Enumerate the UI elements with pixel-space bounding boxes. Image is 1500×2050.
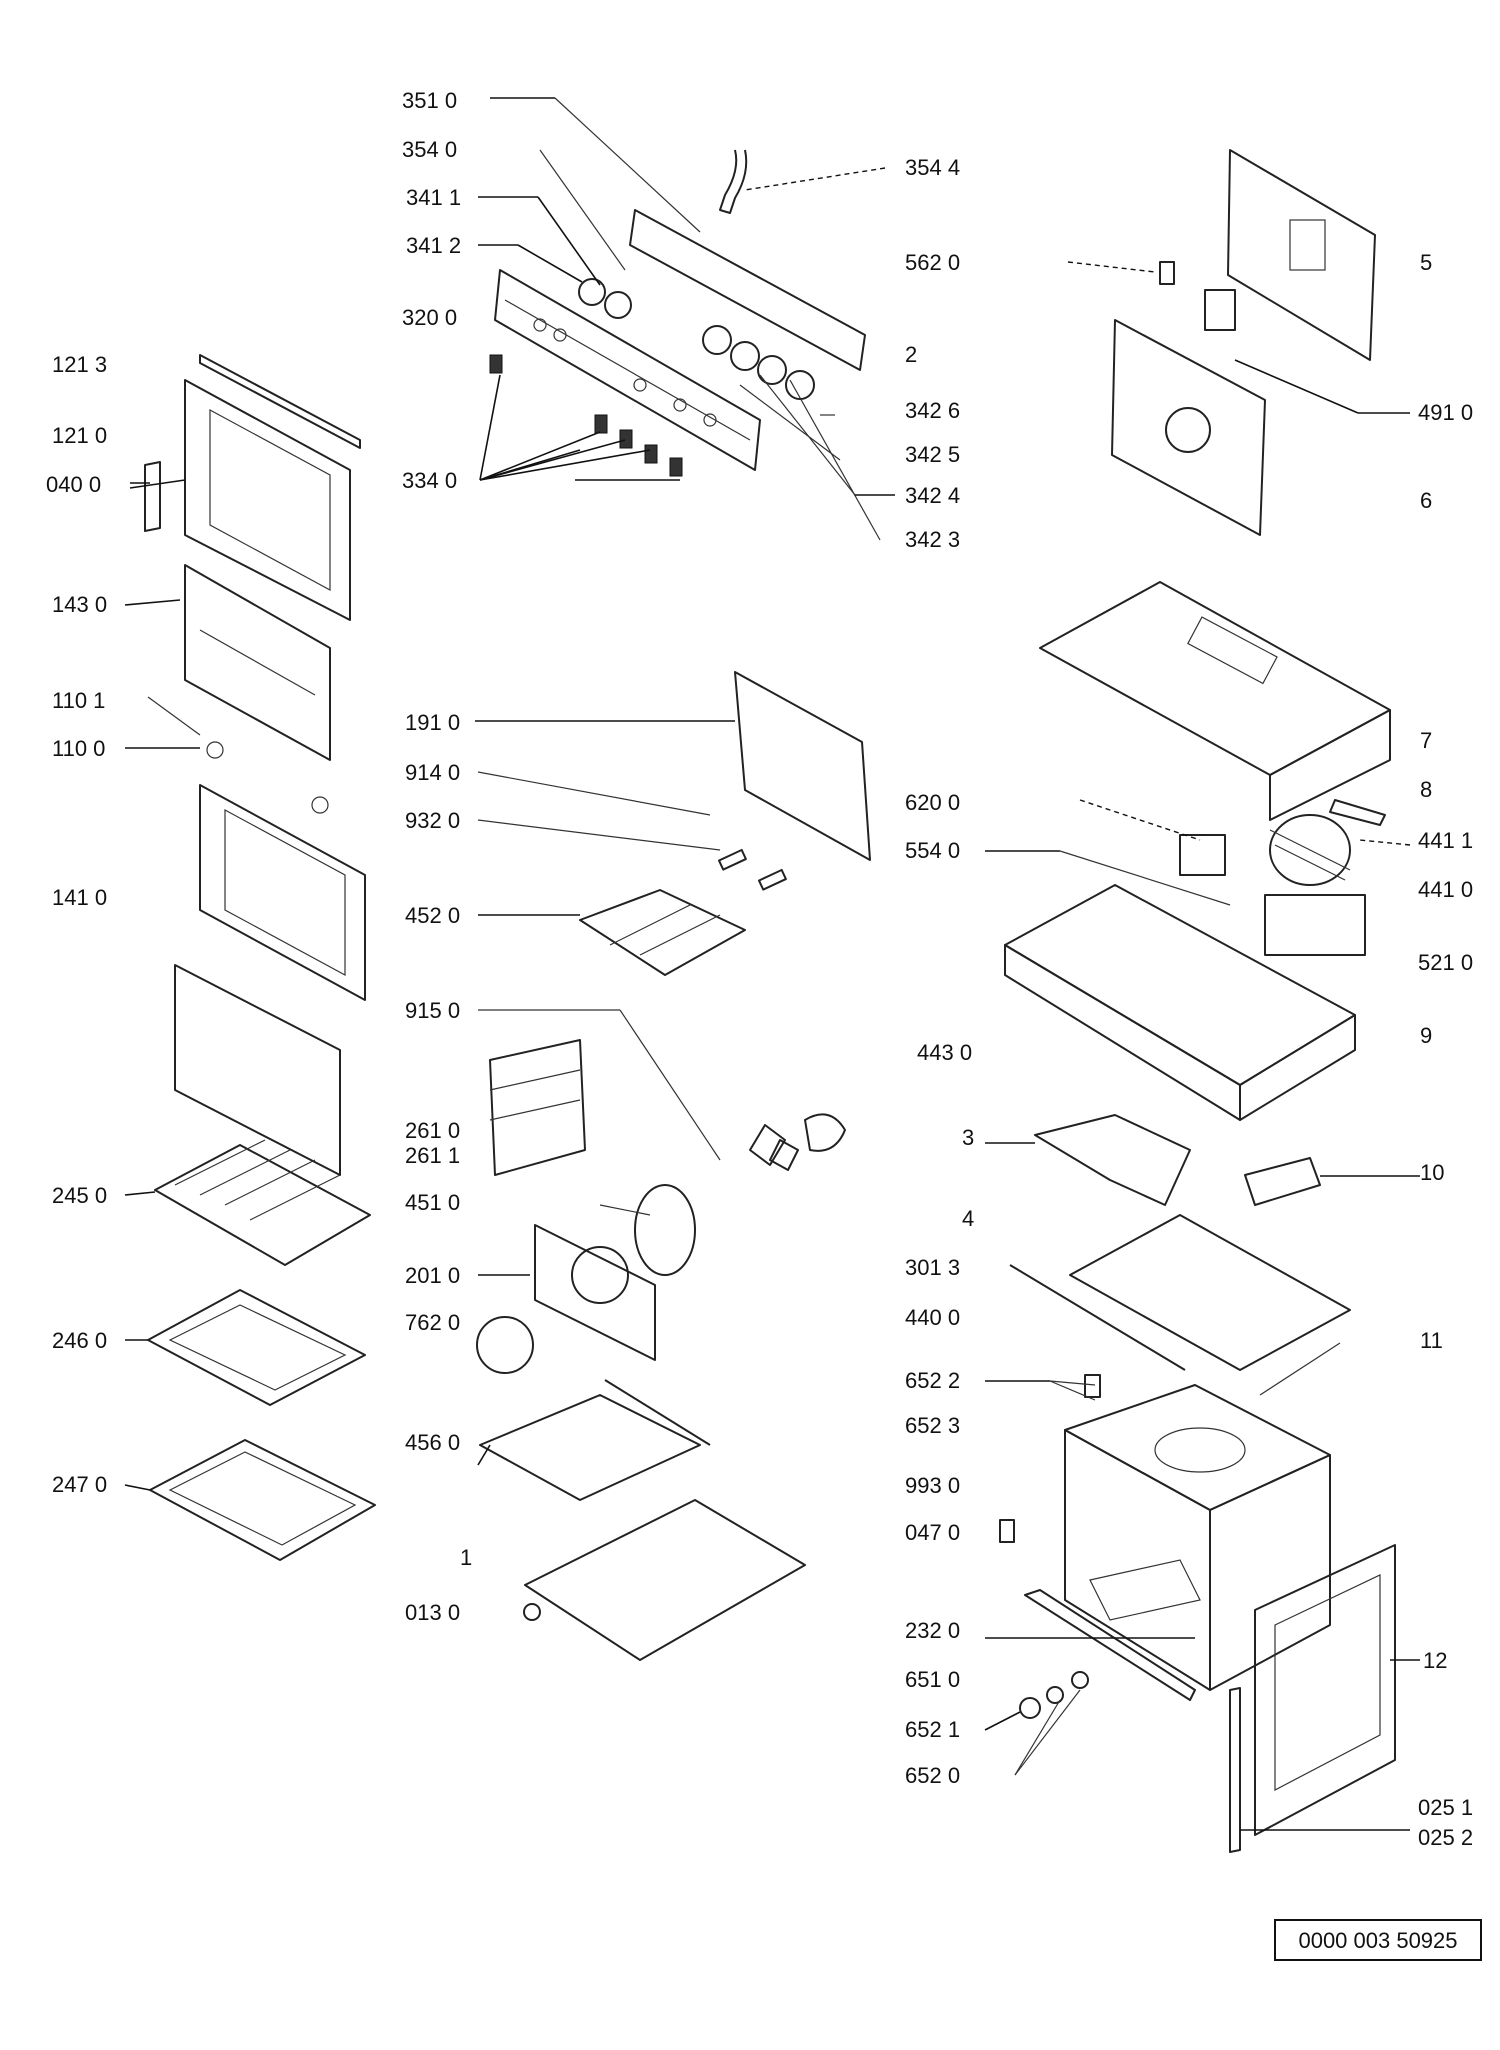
part-label: 1	[460, 1545, 472, 1570]
fan-motor-drawing	[1179, 799, 1386, 956]
part-label: 143 0	[52, 592, 107, 617]
part-label: 451 0	[405, 1190, 460, 1215]
center-parts-drawing	[476, 671, 871, 1661]
part-label: 232 0	[905, 1618, 960, 1643]
part-label: 301 3	[905, 1255, 960, 1280]
part-label: 191 0	[405, 710, 460, 735]
part-label: 762 0	[405, 1310, 460, 1335]
part-label: 651 0	[905, 1667, 960, 1692]
part-label: 047 0	[905, 1520, 960, 1545]
leader-lines	[124, 97, 1420, 1831]
part-label: 351 0	[402, 88, 457, 113]
part-label: 245 0	[52, 1183, 107, 1208]
part-label: 261 1	[405, 1143, 460, 1168]
part-label: 121 0	[52, 423, 107, 448]
part-label: 441 1	[1418, 828, 1473, 853]
part-label: 246 0	[52, 1328, 107, 1353]
part-label: 201 0	[405, 1263, 460, 1288]
part-label: 342 3	[905, 527, 960, 552]
part-label: 341 1	[406, 185, 461, 210]
part-label: 342 5	[905, 442, 960, 467]
part-label: 914 0	[405, 760, 460, 785]
part-label: 342 4	[905, 483, 960, 508]
part-label: 440 0	[905, 1305, 960, 1330]
part-label: 652 0	[905, 1763, 960, 1788]
hinge-strip-drawing	[999, 1374, 1196, 1719]
part-label: 12	[1423, 1648, 1447, 1673]
document-number: 0000 003 50925	[1298, 1928, 1457, 1953]
oven-cavity-drawing	[1064, 1384, 1331, 1691]
control-panel-drawing	[489, 149, 866, 477]
part-label: 993 0	[905, 1473, 960, 1498]
part-label: 443 0	[917, 1040, 972, 1065]
part-label: 110 1	[52, 688, 105, 713]
part-label: 7	[1420, 728, 1432, 753]
part-label: 025 2	[1418, 1825, 1473, 1850]
part-label: 932 0	[405, 808, 460, 833]
part-label: 452 0	[405, 903, 460, 928]
document-number-box: 0000 003 50925	[1274, 1919, 1482, 1961]
top-cover-drawing	[1039, 581, 1391, 821]
part-label: 320 0	[402, 305, 457, 330]
part-label: 4	[962, 1206, 974, 1231]
part-label: 121 3	[52, 352, 107, 377]
part-label: 652 1	[905, 1717, 960, 1742]
part-label: 040 0	[46, 472, 101, 497]
part-drawings	[144, 149, 1396, 1853]
part-label: 491 0	[1418, 400, 1473, 425]
oven-door-drawing	[144, 354, 366, 1176]
side-door-drawing	[1229, 1544, 1396, 1853]
part-label: 247 0	[52, 1472, 107, 1497]
part-label: 354 0	[402, 137, 457, 162]
part-label: 3	[962, 1125, 974, 1150]
part-label: 334 0	[402, 468, 457, 493]
plates-drawing	[1009, 1114, 1351, 1371]
part-label: 11	[1420, 1328, 1443, 1353]
back-panel-drawing	[1111, 149, 1376, 536]
part-label: 441 0	[1418, 877, 1473, 902]
part-label: 10	[1420, 1160, 1444, 1185]
part-label: 554 0	[905, 838, 960, 863]
part-label: 620 0	[905, 790, 960, 815]
part-label: 2	[905, 342, 917, 367]
part-label: 013 0	[405, 1600, 460, 1625]
part-label: 261 0	[405, 1118, 460, 1143]
part-label: 915 0	[405, 998, 460, 1023]
part-label: 025 1	[1418, 1795, 1473, 1820]
part-label: 9	[1420, 1023, 1432, 1048]
part-label: 652 2	[905, 1368, 960, 1393]
part-labels: 351 0 354 0 341 1 341 2 320 0 334 0 354 …	[46, 88, 1473, 1850]
part-label: 5	[1420, 250, 1432, 275]
part-label: 341 2	[406, 233, 461, 258]
part-label: 521 0	[1418, 950, 1473, 975]
part-label: 456 0	[405, 1430, 460, 1455]
part-label: 8	[1420, 777, 1432, 802]
racks-drawing	[147, 1139, 376, 1561]
part-label: 6	[1420, 488, 1432, 513]
part-label: 354 4	[905, 155, 960, 180]
part-label: 342 6	[905, 398, 960, 423]
chassis-tray-drawing	[1004, 884, 1356, 1121]
part-label: 110 0	[52, 736, 105, 761]
part-label: 652 3	[905, 1413, 960, 1438]
part-label: 562 0	[905, 250, 960, 275]
part-label: 141 0	[52, 885, 107, 910]
